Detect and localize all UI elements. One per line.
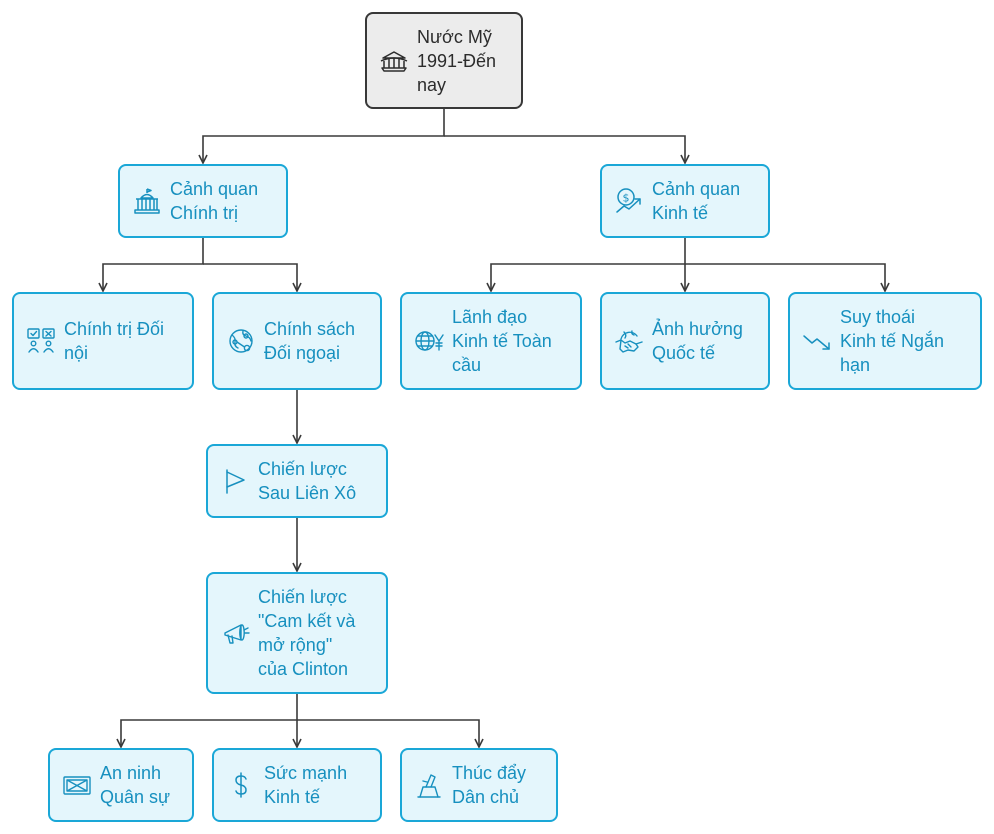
node-foreign-policy[interactable]: Chính sách Đối ngoại [212,292,382,390]
node-label: An ninh Quân sự [100,763,171,807]
node-label: Sức mạnh Kinh tế [264,763,348,807]
node-label: Chính sách Đối ngoại [264,319,356,363]
node-political-landscape[interactable]: Cảnh quan Chính trị [118,164,288,238]
ballot-box-icon [414,770,444,800]
money-growth-icon: $ [614,186,644,216]
node-root-usa-1991[interactable]: Nước Mỹ 1991-Đến nay [365,12,523,109]
node-label: Suy thoái Kinh tế Ngắn hạn [840,307,945,375]
node-short-term-recession[interactable]: Suy thoái Kinh tế Ngắn hạn [788,292,982,390]
node-label: Ảnh hưởng Quốc tế [652,319,743,363]
edge-political-foreign [203,263,297,291]
flag-icon [220,466,250,496]
edge-root-economic [444,135,685,163]
node-label: Chính trị Đối nội [64,319,165,363]
node-label: Thúc đẩy Dân chủ [452,763,527,807]
edge-root-political [203,108,445,163]
handshake-globe-icon [614,326,644,356]
edge-clinton-democracy [297,719,479,747]
node-international-influence[interactable]: Ảnh hưởng Quốc tế [600,292,770,390]
node-label: Nước Mỹ 1991-Đến nay [417,26,497,95]
edge-economic-global-leadership [491,237,686,291]
globe-yen-icon [414,326,444,356]
edge-economic-short-recession [685,263,885,291]
node-label: Cảnh quan Kinh tế [652,179,741,223]
government-building-icon [132,186,162,216]
megaphone-icon [220,618,250,648]
voting-people-icon [26,326,56,356]
node-label: Chiến lược "Cam kết và mở rộng" của Clin… [258,587,356,679]
capitol-building-icon [379,46,409,76]
edge-clinton-security [121,693,298,747]
dollar-icon [226,770,256,800]
node-clinton-engagement-strategy[interactable]: Chiến lược "Cam kết và mở rộng" của Clin… [206,572,388,694]
svg-text:$: $ [623,192,630,205]
globe-network-icon [226,326,256,356]
military-envelope-icon [62,770,92,800]
node-global-economic-leadership[interactable]: Lãnh đạo Kinh tế Toàn cầu [400,292,582,390]
node-label: Chiến lược Sau Liên Xô [258,459,357,503]
node-economic-strength[interactable]: Sức mạnh Kinh tế [212,748,382,822]
node-label: Cảnh quan Chính trị [170,179,259,223]
node-label: Lãnh đạo Kinh tế Toàn cầu [452,307,552,375]
edge-political-domestic [103,237,204,291]
node-domestic-politics[interactable]: Chính trị Đối nội [12,292,194,390]
node-post-soviet-strategy[interactable]: Chiến lược Sau Liên Xô [206,444,388,518]
node-military-security[interactable]: An ninh Quân sự [48,748,194,822]
node-democracy-promotion[interactable]: Thúc đẩy Dân chủ [400,748,558,822]
trend-down-icon [802,326,832,356]
node-economic-landscape[interactable]: $ Cảnh quan Kinh tế [600,164,770,238]
